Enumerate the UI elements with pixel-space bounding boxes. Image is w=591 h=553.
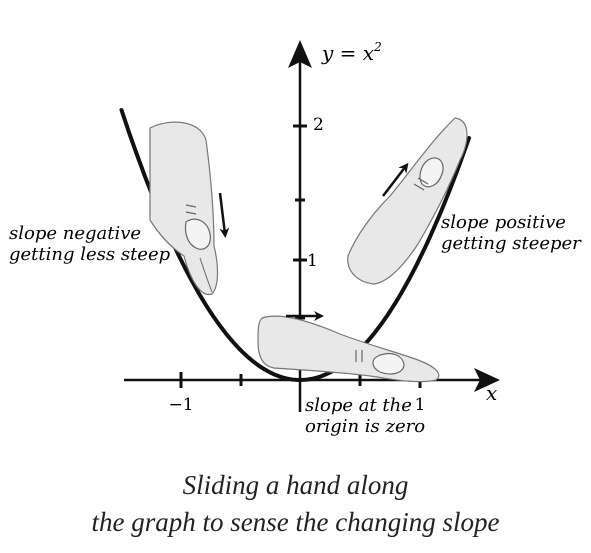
y-tick-label-1: 1 xyxy=(307,251,318,271)
x-tick-label-1: 1 xyxy=(415,395,426,415)
arrow-down-icon xyxy=(218,192,230,238)
y-axis-arrowhead xyxy=(288,40,312,68)
annotation-right-line2: getting steeper xyxy=(441,233,582,254)
caption-line-2: the graph to sense the changing slope xyxy=(91,507,500,537)
annotation-left-line1: slope negative xyxy=(9,223,141,244)
arrow-up-right-icon xyxy=(382,162,409,197)
x-axis-arrowhead xyxy=(474,368,500,392)
annotation-bottom-line2: origin is zero xyxy=(305,416,425,437)
caption-line-1: Sliding a hand along xyxy=(182,470,409,500)
y-tick-label-2: 2 xyxy=(313,115,324,135)
x-tick-label-minus-1: −1 xyxy=(168,395,193,415)
annotation-right-line1: slope positive xyxy=(441,212,566,233)
x-axis-label: x xyxy=(486,381,497,405)
hand-right-illustration xyxy=(347,117,468,285)
parabola-curve xyxy=(119,108,471,382)
y-axis-label: y = x2 xyxy=(321,40,382,65)
hand-bottom-illustration xyxy=(257,315,440,383)
annotation-left-line2: getting less steep xyxy=(9,244,171,265)
annotation-bottom-line1: slope at the xyxy=(305,395,412,416)
hand-left-illustration xyxy=(149,121,219,296)
